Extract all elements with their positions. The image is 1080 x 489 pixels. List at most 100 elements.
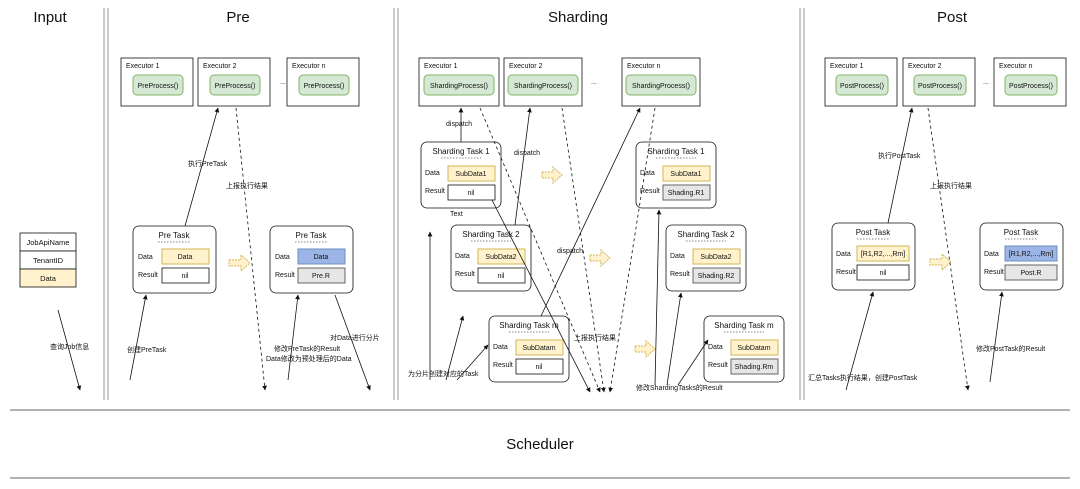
pre-executors-ellipsis: ... [280, 79, 286, 86]
executor-name: Executor 1 [126, 63, 160, 70]
sharding-task-1-after: Sharding Task 1 Data SubData1 Result Sha… [635, 141, 717, 209]
section-title-sharding: Sharding [548, 9, 608, 26]
executor-name: Executor n [627, 63, 661, 70]
sharding-label-create-tasks: 为分片创建对应的Task [408, 369, 479, 378]
task-data-value: [R1,R2,...,Rm] [1009, 251, 1053, 258]
executor-name: Executor 2 [203, 63, 237, 70]
task-result-label: Result [425, 188, 445, 195]
task-result-value: nil [535, 364, 542, 371]
pre-label-shard-data: 对Data进行分片 [330, 333, 380, 342]
scheduler-label: Scheduler [506, 436, 574, 453]
task-result-value: nil [181, 273, 188, 280]
post-label-aggregate: 汇总Tasks执行结果，创建PostTask [808, 373, 918, 382]
process-label: PreProcess() [304, 83, 345, 90]
sharding-label-modify-result: 修改ShardingTasks的Result [636, 383, 723, 392]
pre-executor-1: Executor 1 PreProcess() [120, 57, 194, 107]
process-label: PreProcess() [215, 83, 256, 90]
task-data-value: SubDatam [522, 345, 555, 352]
post-executor-n: Executor n PostProcess() [993, 57, 1067, 107]
post-transition-arrow [929, 252, 952, 272]
process-label: ShardingProcess() [632, 83, 690, 90]
pre-executor-n: Executor n PreProcess() [286, 57, 360, 107]
executor-name: Executor n [999, 63, 1033, 70]
task-result-label: Result [455, 271, 475, 278]
sharding-executor-1: Executor 1 ShardingProcess() [418, 57, 500, 107]
task-title: Sharding Task 2 [677, 230, 735, 239]
sharding-executor-n: Executor n ShardingProcess() [621, 57, 701, 107]
task-title: Pre Task [296, 231, 328, 240]
sharding-transition-arrow-1 [541, 165, 563, 185]
process-label: PostProcess() [918, 83, 962, 90]
pre-label-modify-data: Data修改为预处理后的Data [266, 354, 352, 363]
pre-label-create-pretask: 创建PreTask [127, 345, 167, 354]
executor-name: Executor 1 [830, 63, 864, 70]
sharding-task-m-before: Sharding Task m Data SubDatam Result nil [488, 315, 570, 383]
input-job-info: JobApiName TenantID Data [19, 232, 77, 288]
post-executors-ellipsis: ... [983, 79, 989, 86]
task-result-value: nil [879, 270, 886, 277]
process-label: PostProcess() [840, 83, 884, 90]
section-dividers [10, 8, 1070, 479]
sharding-transition-arrow-m [634, 339, 656, 359]
post-task-before: Post Task Data [R1,R2,...,Rm] Result nil [831, 222, 916, 291]
sharding-label-report-result: 上报执行结果 [574, 333, 616, 342]
task-result-label: Result [708, 362, 728, 369]
task-data-label: Data [493, 344, 508, 351]
post-executor-2: Executor 2 PostProcess() [902, 57, 976, 107]
input-field-jobapiname: JobApiName [27, 238, 70, 247]
sharding-task-2-after: Sharding Task 2 Data SubData2 Result Sha… [665, 224, 747, 292]
sharding-executor-2: Executor 2 ShardingProcess() [503, 57, 583, 107]
section-title-pre: Pre [226, 9, 249, 26]
task-data-label: Data [425, 170, 440, 177]
executor-name: Executor 2 [509, 63, 543, 70]
section-title-post: Post [937, 9, 968, 26]
input-label-query-job: 查询Job信息 [50, 342, 89, 351]
task-data-label: Data [836, 251, 851, 258]
task-data-value: Data [314, 254, 329, 261]
task-title: Pre Task [159, 231, 191, 240]
task-result-label: Result [984, 269, 1004, 276]
task-result-label: Result [836, 269, 856, 276]
task-data-value: SubDatam [737, 345, 770, 352]
executor-name: Executor 2 [908, 63, 942, 70]
pre-executor-2: Executor 2 PreProcess() [197, 57, 271, 107]
sharding-label-text: Text [450, 211, 463, 218]
task-data-value: SubData1 [455, 171, 486, 178]
task-title: Post Task [1004, 228, 1040, 237]
task-result-label: Result [275, 272, 295, 279]
task-title: Post Task [856, 228, 892, 237]
task-title: Sharding Task 2 [462, 230, 520, 239]
post-task-after: Post Task Data [R1,R2,...,Rm] Result Pos… [979, 222, 1064, 291]
task-data-value: [R1,R2,...,Rm] [861, 251, 905, 258]
process-label: PostProcess() [1009, 83, 1053, 90]
task-data-label: Data [455, 253, 470, 260]
task-title: Sharding Task 1 [432, 147, 490, 156]
sharding-task-1-before: Sharding Task 1 Data SubData1 Result nil [420, 141, 502, 209]
task-result-value: Shading.Rm [735, 364, 774, 371]
task-result-value: Pre.R [312, 273, 330, 280]
post-label-modify-result: 修改PostTask的Result [976, 344, 1045, 353]
pre-label-exec-pretask: 执行PreTask [188, 159, 228, 168]
task-data-label: Data [138, 254, 153, 261]
sharding-arrows [427, 107, 709, 393]
task-data-label: Data [708, 344, 723, 351]
task-result-value: Shading.R1 [668, 190, 705, 197]
section-title-input: Input [33, 9, 67, 26]
pre-label-report-result: 上报执行结果 [226, 181, 268, 190]
sharding-task-m-after: Sharding Task m Data SubDatam Result Sha… [703, 315, 785, 383]
task-title: Sharding Task m [714, 321, 774, 330]
task-data-value: SubData2 [700, 254, 731, 261]
pre-transition-arrow [228, 253, 251, 273]
task-data-label: Data [275, 254, 290, 261]
task-result-label: Result [670, 271, 690, 278]
process-label: PreProcess() [138, 83, 179, 90]
sharding-label-dispatch-3: dispatch [557, 248, 583, 255]
input-field-tenantid: TenantID [33, 256, 64, 265]
pre-task-after: Pre Task Data Data Result Pre.R [269, 225, 354, 294]
input-field-data: Data [40, 274, 57, 283]
post-executor-1: Executor 1 PostProcess() [824, 57, 898, 107]
task-data-value: SubData1 [670, 171, 701, 178]
sharding-transition-arrow-2 [589, 248, 611, 268]
sharding-label-dispatch-2: dispatch [514, 150, 540, 157]
